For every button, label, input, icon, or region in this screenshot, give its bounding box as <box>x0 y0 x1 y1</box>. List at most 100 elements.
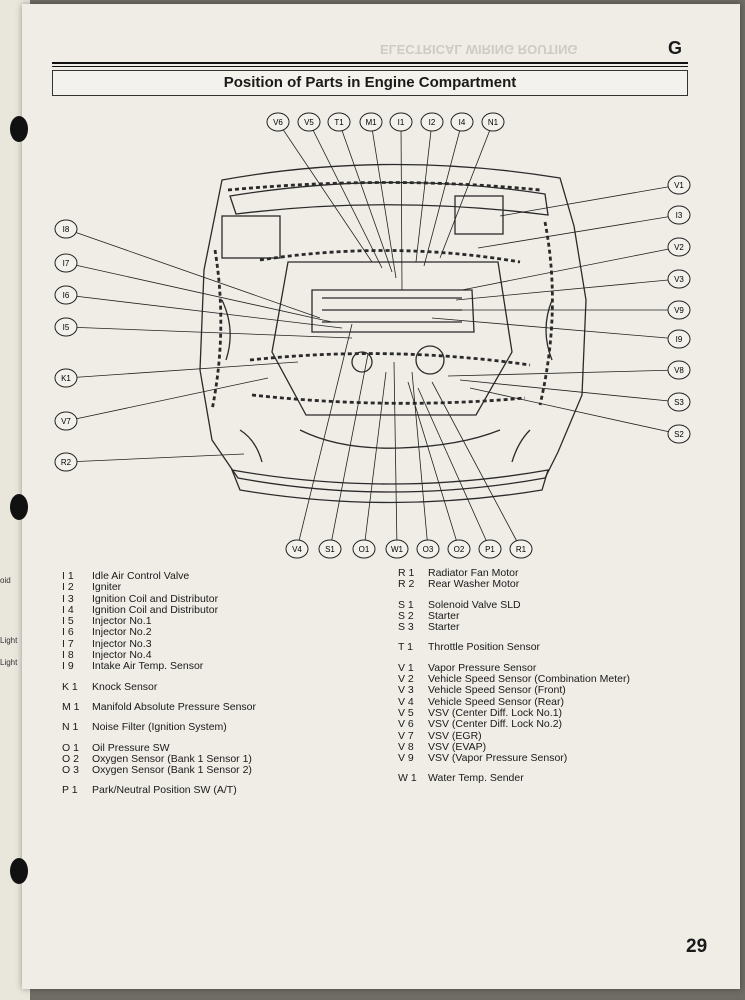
fender-left <box>221 299 263 463</box>
callout-i6: I6 <box>54 285 78 305</box>
legend-code: O 3 <box>62 764 79 777</box>
leader-lines <box>65 121 680 550</box>
callout-circle <box>420 112 444 132</box>
callout-label: O2 <box>454 545 465 554</box>
leader-line-i3 <box>477 214 680 249</box>
legend-code: V 2 <box>398 673 414 686</box>
margin-fragment: oid <box>0 576 11 585</box>
legend-name: VSV (EVAP) <box>428 740 487 753</box>
wiring-harness <box>210 181 554 411</box>
callout-label: V9 <box>674 306 684 315</box>
leader-line-i1 <box>400 121 403 291</box>
callout-label: S1 <box>325 545 335 554</box>
leader-line-o1 <box>363 371 387 550</box>
binder-hole <box>10 116 28 142</box>
legend-name: Water Temp. Sender <box>428 772 524 785</box>
leader-line-i2 <box>415 121 433 263</box>
legend-name: Injector No.4 <box>92 649 152 662</box>
leader-line-i7 <box>65 262 333 323</box>
legend-code: K 1 <box>62 680 78 693</box>
legend-row: I 3 Ignition Coil and Distributor <box>62 592 256 605</box>
callout-p1: P1 <box>478 539 502 559</box>
legend-name: Injector No.3 <box>92 637 152 650</box>
callout-circle <box>327 112 351 132</box>
legend-code: V 9 <box>398 752 414 765</box>
legend-code: I 7 <box>62 637 74 650</box>
callout-circle <box>285 539 309 559</box>
callout-v5: V5 <box>297 112 321 132</box>
legend-name: Vehicle Speed Sensor (Combination Meter) <box>428 673 630 686</box>
legend-row: I 8 Injector No.4 <box>62 649 256 662</box>
callout-s2: S2 <box>667 424 691 444</box>
callout-circle <box>478 539 502 559</box>
callout-i1: I1 <box>389 112 413 132</box>
callout-v7: V7 <box>54 411 78 431</box>
leader-line-r1 <box>431 381 522 550</box>
legend-name: Intake Air Temp. Sensor <box>92 660 204 673</box>
callout-label: W1 <box>391 545 404 554</box>
legend-code: I 3 <box>62 592 74 605</box>
callout-o2: O2 <box>447 539 471 559</box>
legend-code: V 8 <box>398 740 414 753</box>
legend-name: Knock Sensor <box>92 680 158 693</box>
legend-name: Solenoid Valve SLD <box>428 598 521 611</box>
legend-code: I 8 <box>62 649 74 662</box>
legend-name: Oxygen Sensor (Bank 1 Sensor 1) <box>92 752 252 765</box>
binder-hole <box>10 494 28 520</box>
callout-circle <box>385 539 409 559</box>
legend-code: I 9 <box>62 660 74 673</box>
callout-circle <box>54 452 78 472</box>
legend-name: Manifold Absolute Pressure Sensor <box>92 700 257 713</box>
callout-circle <box>667 329 691 349</box>
leader-line-n1 <box>439 121 494 259</box>
engine-drawing <box>199 163 587 504</box>
legend-code: I 4 <box>62 603 74 616</box>
legend-code: S 3 <box>398 621 414 634</box>
legend-code: I 6 <box>62 626 74 639</box>
callout-label: V2 <box>674 243 684 252</box>
legend-name: Vehicle Speed Sensor (Front) <box>428 684 566 697</box>
callout-label: I7 <box>63 259 70 268</box>
callout-label: I2 <box>429 118 436 127</box>
manual-page <box>22 4 740 989</box>
callout-label: I6 <box>63 291 70 300</box>
callout-v8: V8 <box>667 360 691 380</box>
callout-label: P1 <box>485 545 495 554</box>
leader-line-v2 <box>461 246 680 291</box>
callout-k1: K1 <box>54 368 78 388</box>
callout-label: I1 <box>398 118 405 127</box>
legend-name: Oil Pressure SW <box>92 741 170 754</box>
callout-label: V1 <box>674 181 684 190</box>
callout-label: T1 <box>334 118 344 127</box>
leader-line-v7 <box>65 377 269 422</box>
page-title: Position of Parts in Engine Compartment <box>52 70 688 96</box>
callout-label: O3 <box>423 545 434 554</box>
legend-name: Ignition Coil and Distributor <box>92 592 219 605</box>
header-rule-thin <box>52 66 688 67</box>
callout-w1: W1 <box>385 539 409 559</box>
callout-i3: I3 <box>667 205 691 225</box>
legend-code: S 2 <box>398 609 414 622</box>
callout-circle <box>54 219 78 239</box>
callout-v4: V4 <box>285 539 309 559</box>
callout-label: R2 <box>61 458 72 467</box>
leader-line-i4 <box>423 121 463 267</box>
legend-row: V 2 Vehicle Speed Sensor (Combination Met… <box>398 673 630 686</box>
callout-r2: R2 <box>54 452 78 472</box>
callout-label: V8 <box>674 366 684 375</box>
leader-line-s1 <box>329 353 369 550</box>
leader-line-w1 <box>393 361 398 550</box>
